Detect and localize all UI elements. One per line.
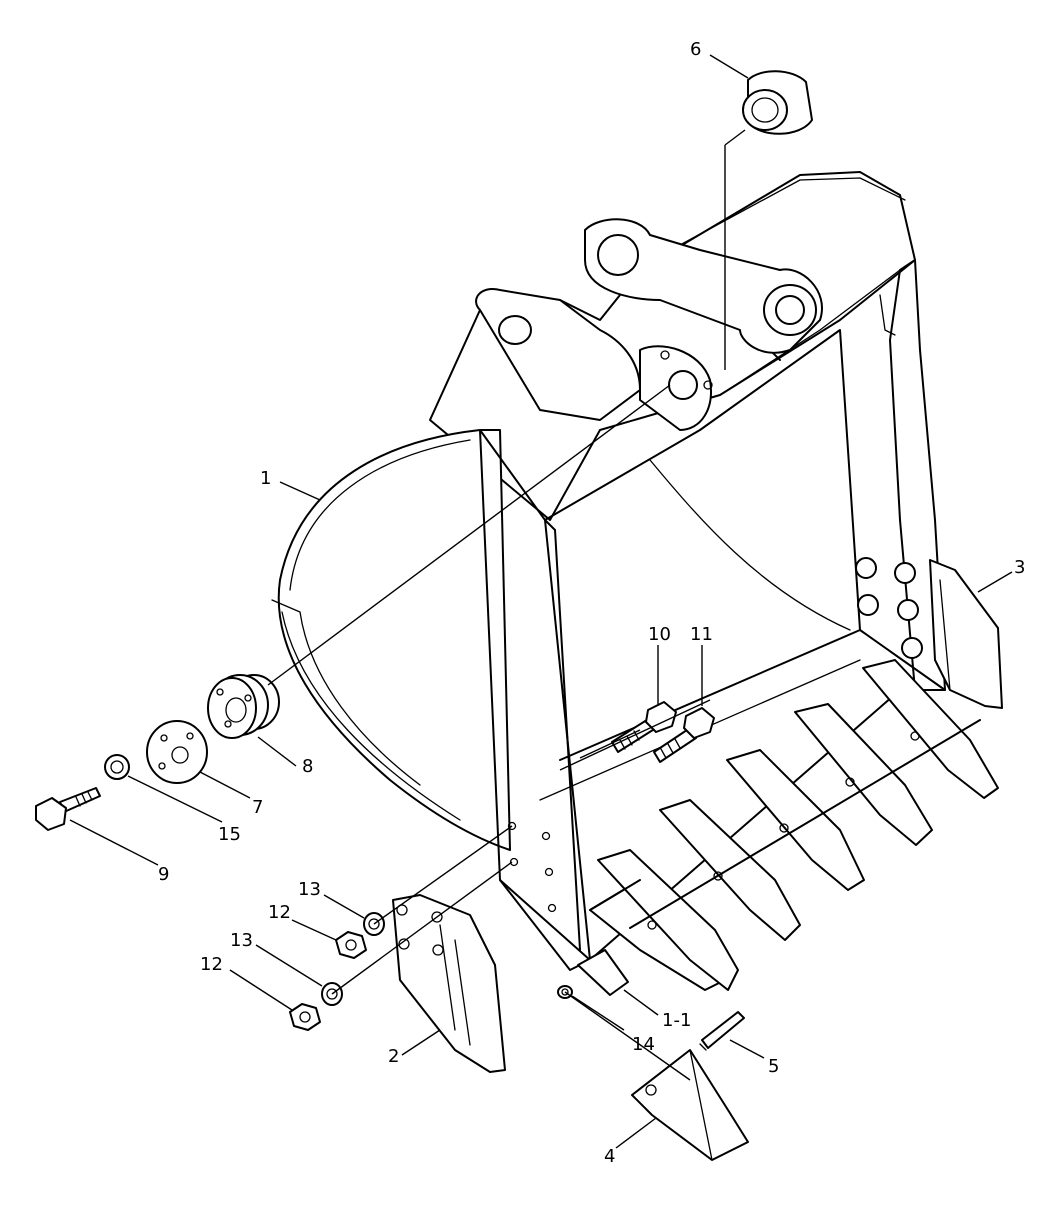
tooth-pin [701,1011,745,1049]
callout-4: 4 [604,1146,615,1167]
callout-3: 3 [1014,557,1025,578]
callout-9: 9 [158,864,169,885]
callout-10: 10 [648,624,671,645]
callout-14: 14 [632,1034,655,1055]
nut-12-upper [335,931,367,959]
callout-13-upper: 13 [298,879,321,900]
callout-12-upper: 12 [268,902,291,923]
spacer [207,674,280,739]
callout-labels: 6 1 3 10 11 8 7 15 9 13 12 13 12 1-1 14 … [158,39,1025,1167]
loose-tooth [631,1049,749,1161]
callout-6: 6 [690,39,701,60]
callout-2: 2 [388,1046,399,1067]
callout-15: 15 [218,824,241,845]
callout-5: 5 [768,1056,779,1077]
retainer-plate [146,720,208,784]
side-cutter-left [392,894,506,1073]
callout-1-1: 1-1 [662,1010,691,1031]
side-bolt-holes [855,557,923,659]
assembly-lines [267,129,746,1081]
callout-leaders [69,54,1013,1149]
mounting-bosses [475,218,823,431]
callout-8: 8 [302,756,313,777]
nut-12-lower [289,1003,321,1031]
callout-1: 1 [260,468,271,489]
bushing [742,70,813,135]
callout-7: 7 [252,797,263,818]
callout-12-lower: 12 [200,954,223,975]
bolt-11 [653,707,715,763]
side-cutter-holes [507,821,557,913]
callout-11: 11 [690,624,713,645]
washer-15 [104,754,130,780]
teeth-row [577,659,999,996]
bolt-9 [35,787,101,831]
callout-13-lower: 13 [230,930,253,951]
